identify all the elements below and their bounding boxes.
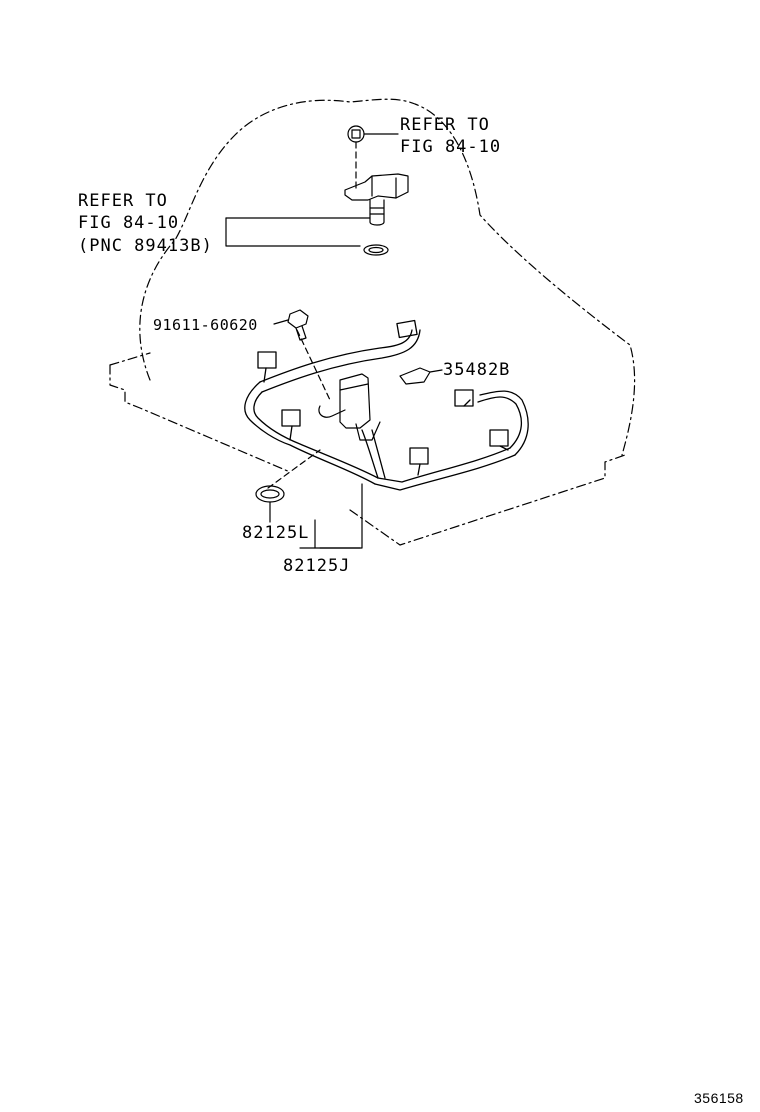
refer-left-label-line1: REFER TO <box>78 191 168 211</box>
crank-sensor-icon <box>319 374 380 440</box>
clamp-icon <box>400 368 442 384</box>
engine-outline <box>140 99 635 455</box>
o-ring-icon <box>364 245 388 255</box>
bolt-head-icon <box>352 130 360 138</box>
cam-sensor-icon <box>345 174 408 225</box>
bolt-part-number: 91611-60620 <box>153 316 258 334</box>
refer-bracket <box>226 218 360 246</box>
o-ring-icon <box>256 486 284 502</box>
refer-left-label-line2: FIG 84-10 <box>78 213 180 233</box>
bolt-icon <box>274 310 308 340</box>
engine-block <box>350 455 625 545</box>
refer-top-label-line1: REFER TO <box>400 115 490 135</box>
sensor-centerline <box>297 330 330 400</box>
bolt-head-icon <box>348 126 364 142</box>
refer-top-label-line2: FIG 84-10 <box>400 137 502 157</box>
engine-block <box>110 365 290 472</box>
wire-harness-icon <box>245 321 528 490</box>
o-ring-part-number: 82125L <box>242 523 310 543</box>
refer-left-label-line3: (PNC 89413B) <box>78 236 213 256</box>
engine-block <box>110 353 150 365</box>
clamp-part-number: 35482B <box>443 360 511 380</box>
illustration-id: 356158 <box>694 1090 744 1106</box>
sensor-centerline <box>268 450 320 488</box>
harness-part-number: 82125J <box>283 556 351 576</box>
